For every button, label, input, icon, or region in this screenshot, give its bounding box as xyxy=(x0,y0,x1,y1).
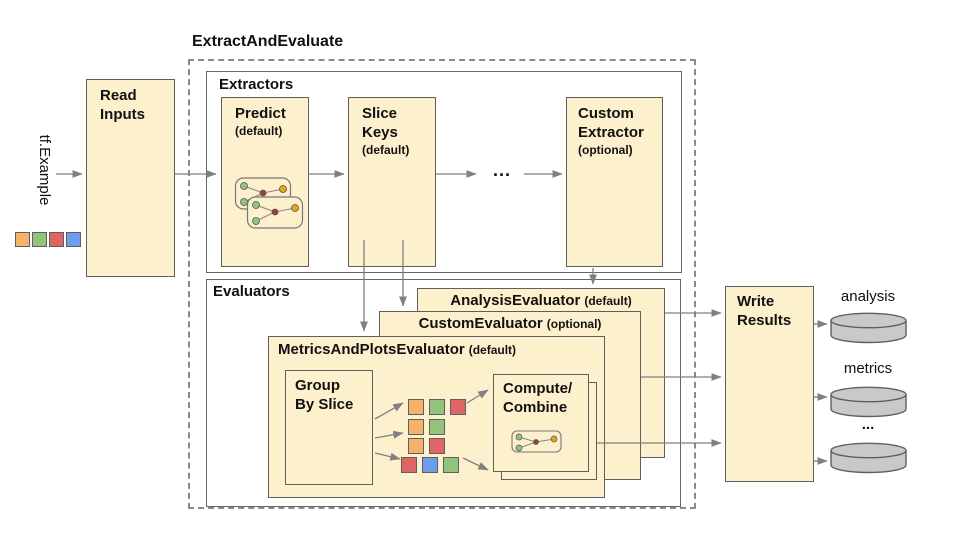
analysis-evaluator-name: AnalysisEvaluator xyxy=(450,292,581,309)
diagram-title: ExtractAndEvaluate xyxy=(192,33,344,50)
read-inputs-box: Read Inputs xyxy=(86,79,175,277)
analysis-evaluator-qualifier: (default) xyxy=(584,294,632,308)
orange-square xyxy=(15,232,30,247)
custom-extractor-qualifier: (optional) xyxy=(578,142,633,157)
predict-network-icon xyxy=(234,177,304,229)
extractors-ellipsis: ... xyxy=(492,160,511,180)
green-square xyxy=(443,457,459,473)
output-label-ellipsis: ... xyxy=(861,416,875,433)
green-square xyxy=(429,419,445,435)
compute-combine-line1: Compute/ xyxy=(503,380,573,397)
extract-and-evaluate-container xyxy=(188,59,696,509)
analysis-cylinder xyxy=(830,312,907,344)
slice-row-3 xyxy=(408,438,445,454)
group-by-slice-line1: Group xyxy=(295,377,340,394)
write-results-line1: Write xyxy=(737,293,775,310)
group-by-slice-box: Group By Slice xyxy=(285,370,373,485)
orange-square xyxy=(408,399,424,415)
blue-square xyxy=(66,232,81,247)
evaluators-title: Evaluators xyxy=(213,283,290,300)
read-inputs-label-line1: Read xyxy=(100,87,137,104)
slice-row-2 xyxy=(408,419,445,435)
extractors-title: Extractors xyxy=(219,76,294,93)
metrics-and-plots-evaluator-qualifier: (default) xyxy=(468,343,517,357)
slice-keys-box: Slice Keys (default) xyxy=(348,97,436,267)
slice-row-4 xyxy=(401,457,459,473)
compute-network-icon xyxy=(511,430,562,453)
slice-keys-label-line2: Keys xyxy=(362,123,398,141)
red-square xyxy=(450,399,466,415)
red-square xyxy=(429,438,445,454)
red-square xyxy=(49,232,64,247)
read-inputs-label-line2: Inputs xyxy=(100,105,145,123)
orange-square xyxy=(408,419,424,435)
input-legend-squares xyxy=(15,232,81,247)
custom-evaluator-qualifier: (optional) xyxy=(546,317,602,331)
tf-example-label: tf.Example xyxy=(36,134,53,206)
custom-extractor-label-line1: Custom xyxy=(578,105,634,122)
output-label-analysis: analysis xyxy=(840,288,896,305)
green-square xyxy=(32,232,47,247)
compute-combine-box: Compute/ Combine xyxy=(493,374,589,472)
predict-qualifier: (default) xyxy=(235,123,283,138)
write-results-box: Write Results xyxy=(725,286,814,482)
custom-evaluator-name: CustomEvaluator xyxy=(418,315,543,332)
group-by-slice-line2: By Slice xyxy=(295,395,354,413)
predict-label: Predict xyxy=(235,105,286,122)
more-outputs-cylinder xyxy=(830,442,907,474)
metrics-cylinder xyxy=(830,386,907,418)
green-square xyxy=(429,399,445,415)
blue-square xyxy=(422,457,438,473)
evaluators-container xyxy=(206,279,681,507)
custom-extractor-label-line2: Extractor xyxy=(578,123,644,141)
slice-row-1 xyxy=(408,399,466,415)
red-square xyxy=(401,457,417,473)
custom-extractor-box: Custom Extractor (optional) xyxy=(566,97,663,267)
metrics-and-plots-evaluator-name: MetricsAndPlotsEvaluator xyxy=(278,341,465,358)
output-label-metrics: metrics xyxy=(843,360,893,377)
write-results-line2: Results xyxy=(737,311,792,329)
slice-keys-qualifier: (default) xyxy=(362,142,410,157)
slice-keys-label-line1: Slice xyxy=(362,105,398,122)
orange-square xyxy=(408,438,424,454)
compute-combine-line2: Combine xyxy=(503,398,568,416)
